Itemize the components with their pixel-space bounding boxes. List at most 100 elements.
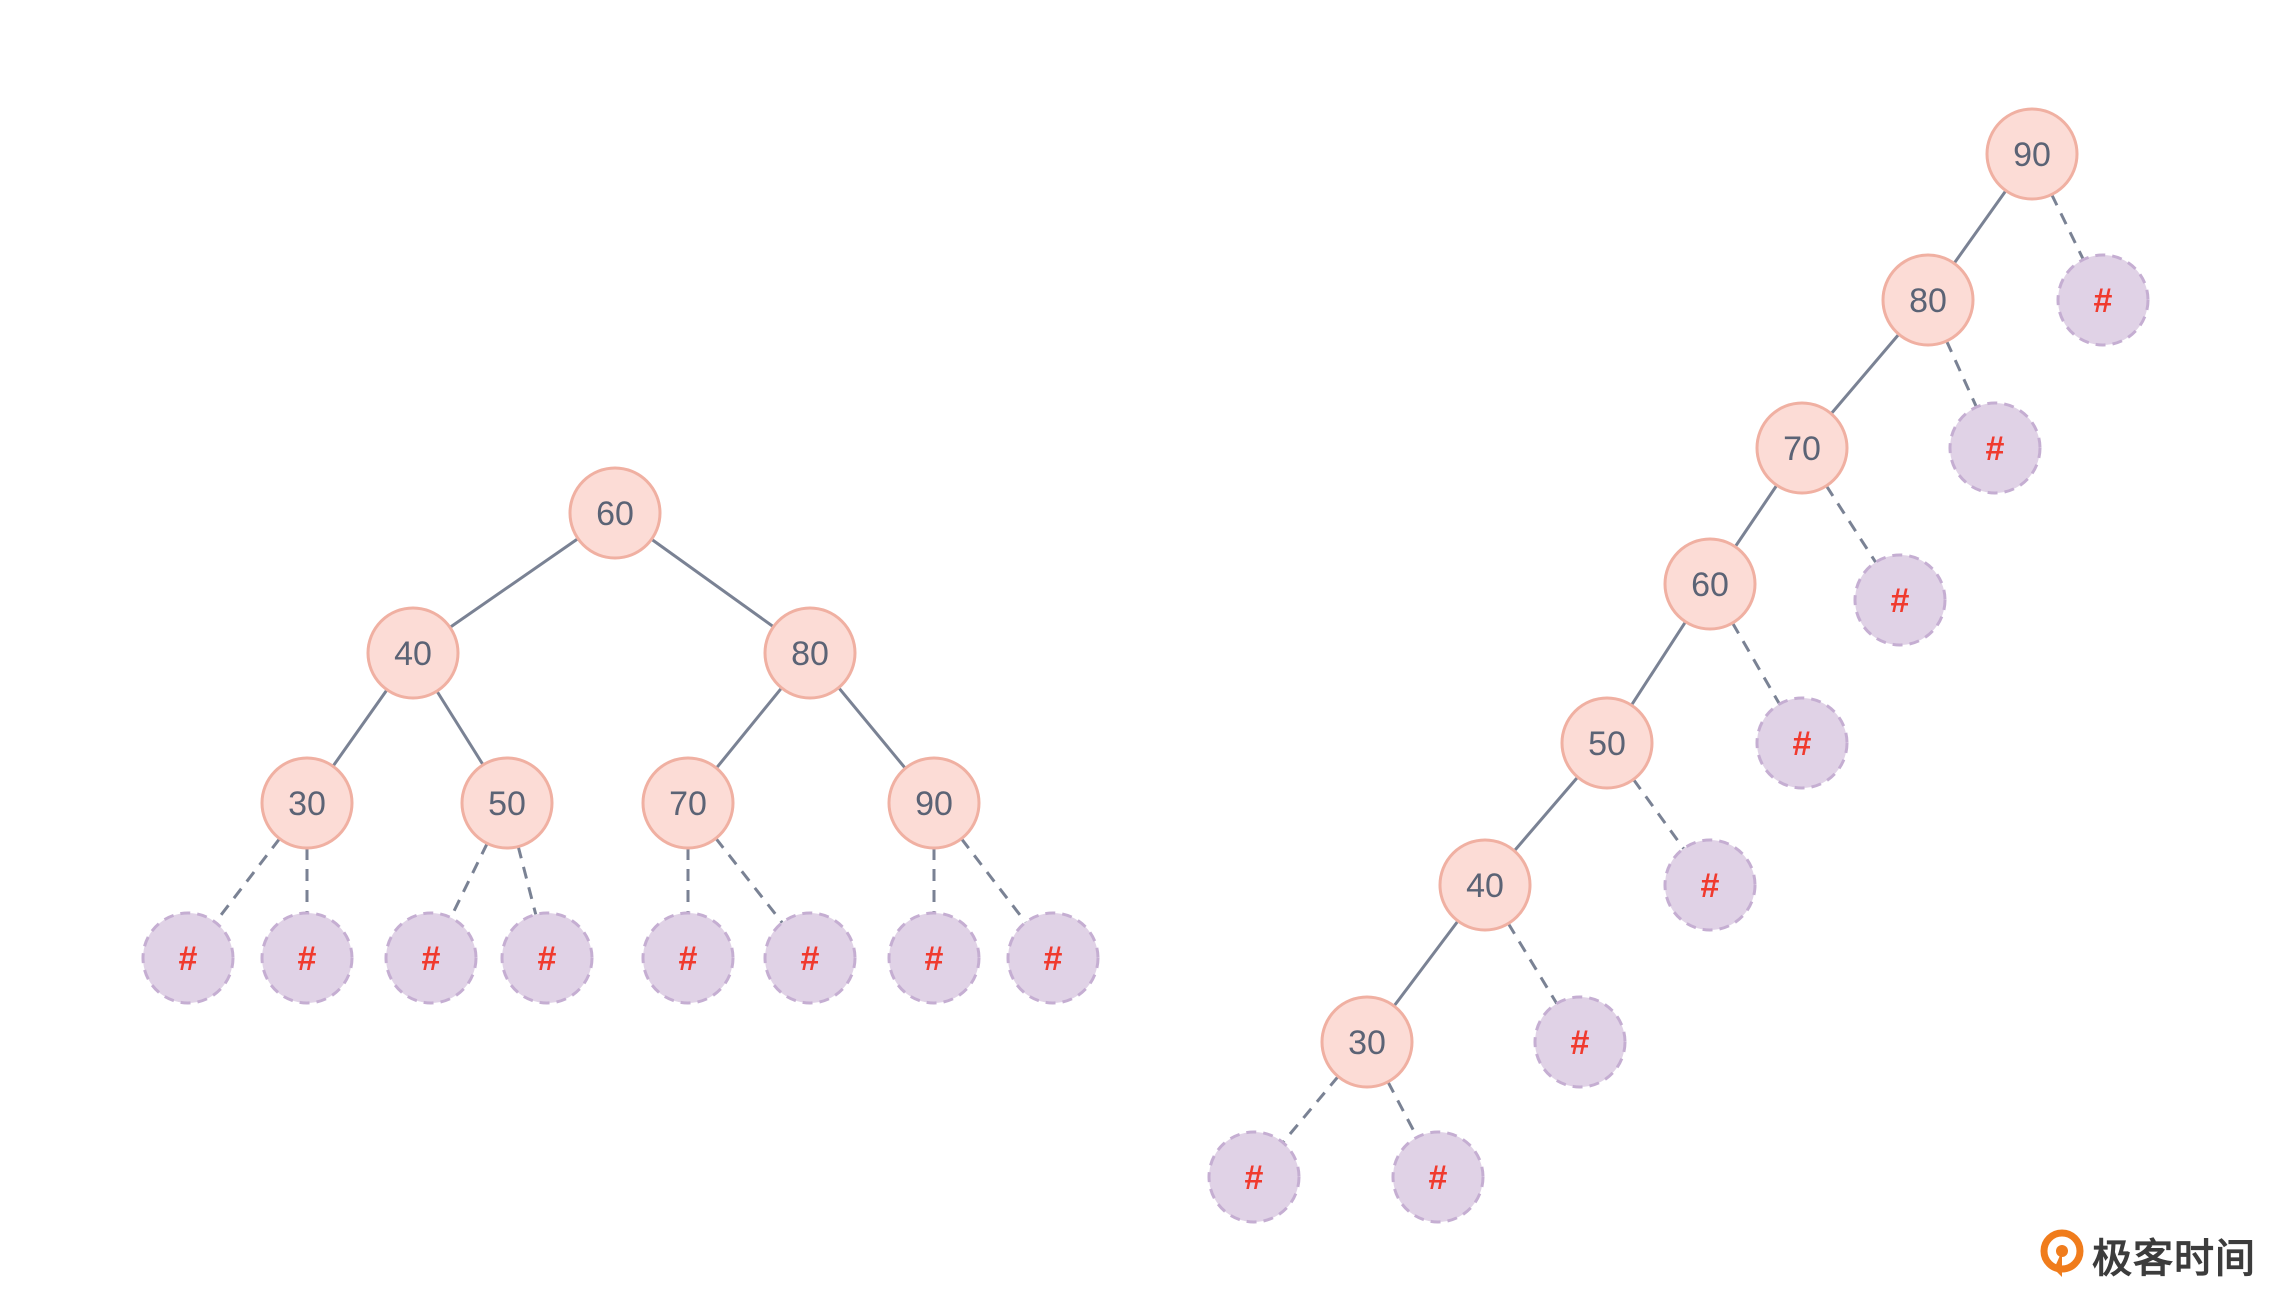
null-leaf-circle xyxy=(1948,401,2042,495)
node-circle xyxy=(887,756,981,850)
null-leaf-circle xyxy=(1006,911,1100,1005)
null-leaf-symbol: # xyxy=(422,940,441,978)
tree-node-30: 30 xyxy=(1320,995,1414,1089)
null-leaf-node: # xyxy=(260,911,354,1005)
node-circle xyxy=(1985,107,2079,201)
null-leaf-circle xyxy=(1207,1130,1301,1224)
null-leaf-symbol: # xyxy=(1793,725,1812,763)
tree-edge xyxy=(331,688,389,768)
tree-node-80: 80 xyxy=(763,606,857,700)
null-edge xyxy=(1632,778,1685,850)
tree-edge xyxy=(435,690,485,766)
null-leaf-symbol: # xyxy=(179,940,198,978)
null-leaf-circle xyxy=(384,911,478,1005)
node-circle xyxy=(1320,995,1414,1089)
node-value: 40 xyxy=(394,635,432,673)
tree-node-90: 90 xyxy=(887,756,981,850)
null-leaf-circle xyxy=(1391,1130,1485,1224)
node-value: 80 xyxy=(791,635,829,673)
null-edge xyxy=(1507,922,1558,1005)
null-leaf-node: # xyxy=(641,911,735,1005)
tree-node-50: 50 xyxy=(1560,696,1654,790)
tree-edge xyxy=(837,686,907,770)
null-leaf-circle xyxy=(141,911,235,1005)
node-circle xyxy=(1560,696,1654,790)
null-leaf-node: # xyxy=(1207,1130,1301,1224)
null-leaf-node: # xyxy=(1006,911,1100,1005)
geektime-logo-icon xyxy=(2040,1229,2084,1277)
node-value: 70 xyxy=(669,785,707,823)
null-edge xyxy=(516,846,538,915)
null-edge xyxy=(714,837,784,924)
null-edge xyxy=(214,837,281,924)
tree-edge xyxy=(1733,484,1779,548)
null-edge xyxy=(1945,340,1978,408)
null-leaf-node: # xyxy=(1663,838,1757,932)
null-edge xyxy=(449,842,489,919)
null-leaf-node: # xyxy=(1948,401,2042,495)
node-value: 60 xyxy=(596,495,634,533)
tree-node-40: 40 xyxy=(366,606,460,700)
null-edge xyxy=(960,837,1027,924)
tree-node-30: 30 xyxy=(260,756,354,850)
brand-watermark: 极客时间 xyxy=(2040,1226,2256,1284)
null-leaf-symbol: # xyxy=(925,940,944,978)
null-leaf-symbol: # xyxy=(1701,867,1720,905)
tree-edge xyxy=(1830,333,1900,415)
null-leaf-node: # xyxy=(141,911,235,1005)
null-leaf-symbol: # xyxy=(1891,582,1910,620)
node-value: 90 xyxy=(2013,136,2051,174)
tree-edge xyxy=(1513,776,1579,852)
node-circle xyxy=(641,756,735,850)
null-leaf-node: # xyxy=(384,911,478,1005)
node-circle xyxy=(1881,253,1975,347)
null-edge xyxy=(1731,622,1781,705)
tree-edges xyxy=(214,189,2085,1144)
tree-edge xyxy=(715,686,783,770)
null-leaf-node: # xyxy=(887,911,981,1005)
node-circle xyxy=(260,756,354,850)
node-value: 50 xyxy=(1588,725,1626,763)
null-leaf-circle xyxy=(763,911,857,1005)
node-value: 70 xyxy=(1783,430,1821,468)
node-circle xyxy=(1438,838,1532,932)
null-leaf-node: # xyxy=(1755,696,1849,790)
null-leaf-symbol: # xyxy=(1245,1159,1264,1197)
node-circle xyxy=(1755,401,1849,495)
null-leaf-symbol: # xyxy=(1986,430,2005,468)
null-edge xyxy=(1825,485,1877,563)
node-value: 60 xyxy=(1691,566,1729,604)
tree-edge xyxy=(1630,620,1687,707)
node-value: 30 xyxy=(1348,1024,1386,1062)
node-value: 40 xyxy=(1466,867,1504,905)
node-circle xyxy=(1663,537,1757,631)
null-leaf-circle xyxy=(2056,253,2150,347)
node-value: 90 xyxy=(915,785,953,823)
null-leaf-node: # xyxy=(1853,553,1947,647)
null-leaf-node: # xyxy=(1533,995,1627,1089)
node-circle xyxy=(568,466,662,560)
tree-node-80: 80 xyxy=(1881,253,1975,347)
null-leaf-circle xyxy=(1663,838,1757,932)
tree-edge xyxy=(449,537,579,629)
null-leaf-circle xyxy=(887,911,981,1005)
null-leaf-circle xyxy=(500,911,594,1005)
null-leaf-circle xyxy=(641,911,735,1005)
null-leaf-circle xyxy=(1755,696,1849,790)
null-leaf-symbol: # xyxy=(1429,1159,1448,1197)
node-value: 30 xyxy=(288,785,326,823)
tree-node-40: 40 xyxy=(1438,838,1532,932)
null-leaf-circle xyxy=(260,911,354,1005)
node-value: 80 xyxy=(1909,282,1947,320)
null-leaf-circle xyxy=(1853,553,1947,647)
null-leaf-symbol: # xyxy=(538,940,557,978)
null-leaf-symbol: # xyxy=(1044,940,1063,978)
tree-node-70: 70 xyxy=(641,756,735,850)
null-edge xyxy=(1281,1075,1340,1144)
null-edge xyxy=(1386,1081,1419,1138)
brand-text: 极客时间 xyxy=(2092,1236,2256,1282)
node-circle xyxy=(460,756,554,850)
null-leaf-node: # xyxy=(2056,253,2150,347)
